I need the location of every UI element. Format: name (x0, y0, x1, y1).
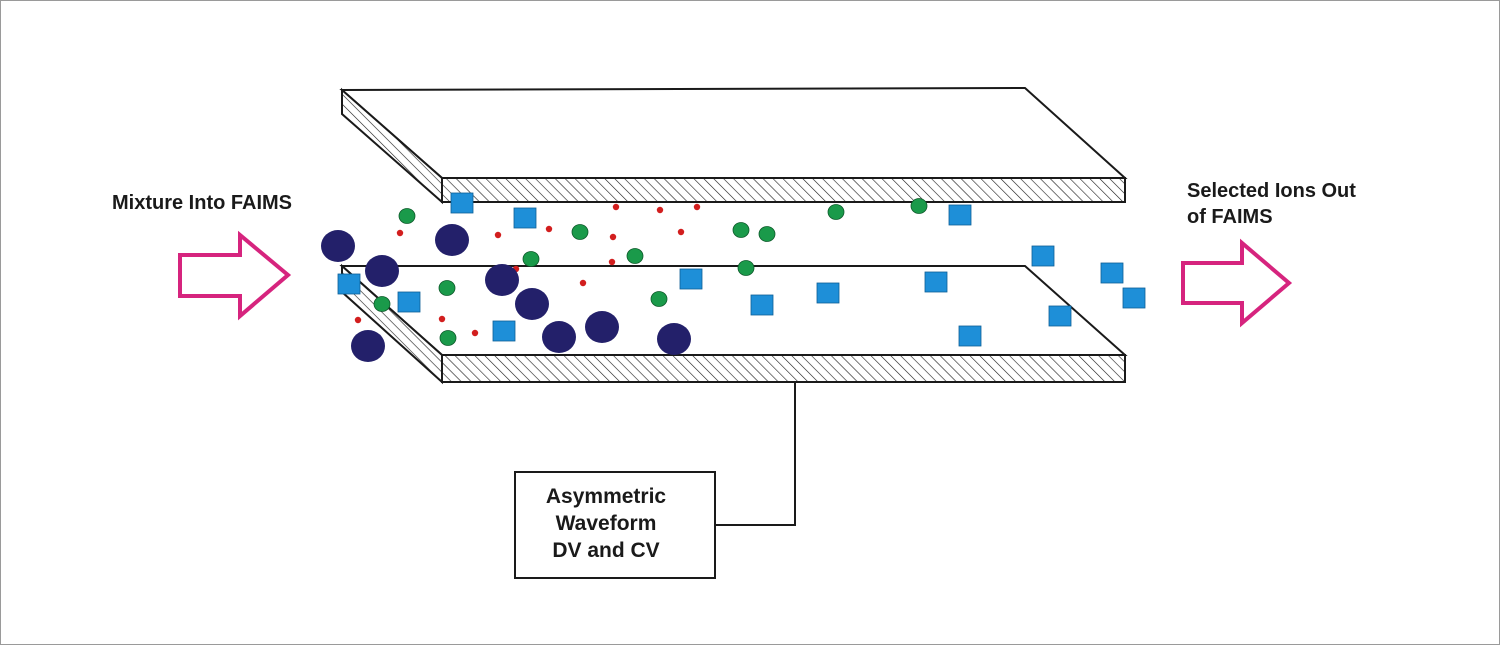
waveform-connector-wire (715, 382, 796, 526)
selected-ion (492, 320, 516, 342)
ion-particles (321, 192, 1146, 362)
small-ion (609, 233, 617, 241)
large-ion (542, 321, 576, 353)
medium-ion (626, 248, 644, 264)
small-ion (656, 206, 664, 214)
large-ion (657, 323, 691, 355)
medium-ion (398, 208, 416, 224)
waveform-label-line3: DV and CV (552, 539, 659, 562)
small-ion (494, 231, 502, 239)
selected-ion (1122, 287, 1146, 309)
small-ion (579, 279, 587, 287)
top-plate-face (339, 86, 1128, 179)
input-label: Mixture Into FAIMS (112, 192, 292, 214)
waveform-label-line2: Waveform (556, 512, 657, 535)
bottom-plate-face (339, 265, 1128, 356)
medium-ion (571, 224, 589, 240)
medium-ion (522, 251, 540, 267)
output-arrow-icon (1181, 238, 1293, 328)
large-ion (515, 288, 549, 320)
small-ion (545, 225, 553, 233)
medium-ion (373, 296, 391, 312)
small-ion (608, 258, 616, 266)
selected-ion (1031, 245, 1055, 267)
small-ion (396, 229, 404, 237)
large-ion (365, 255, 399, 287)
output-label-line2: of FAIMS (1187, 206, 1273, 228)
selected-ion (1048, 305, 1072, 327)
selected-ion (750, 294, 774, 316)
small-ion (438, 315, 446, 323)
large-ion (485, 264, 519, 296)
small-ion (612, 203, 620, 211)
medium-ion (439, 330, 457, 346)
waveform-label-line1: Asymmetric (546, 485, 667, 508)
large-ion (435, 224, 469, 256)
medium-ion (758, 226, 776, 242)
large-ion (351, 330, 385, 362)
small-ion (471, 329, 479, 337)
output-label-line1: Selected Ions Out (1187, 180, 1356, 202)
selected-ion (679, 268, 703, 290)
medium-ion (438, 280, 456, 296)
selected-ion (948, 204, 972, 226)
medium-ion (827, 204, 845, 220)
selected-ion (513, 207, 537, 229)
top-electrode-plate (339, 86, 1128, 205)
medium-ion (650, 291, 668, 307)
large-ion (585, 311, 619, 343)
medium-ion (910, 198, 928, 214)
selected-ion (397, 291, 421, 313)
selected-ion (958, 325, 982, 347)
large-ion (321, 230, 355, 262)
selected-ion (450, 192, 474, 214)
bottom-electrode-plate (339, 263, 1128, 385)
medium-ion (732, 222, 750, 238)
selected-ion (924, 271, 948, 293)
selected-ion (816, 282, 840, 304)
input-arrow-icon (178, 230, 292, 321)
selected-ion (337, 273, 361, 295)
bottom-plate-front-edge (441, 354, 1126, 383)
small-ion (677, 228, 685, 236)
waveform-box: Asymmetric Waveform DV and CV (514, 471, 716, 579)
medium-ion (737, 260, 755, 276)
small-ion (354, 316, 362, 324)
top-plate-front-edge (441, 177, 1126, 203)
small-ion (693, 203, 701, 211)
waveform-box-frame (514, 471, 716, 579)
selected-ion (1100, 262, 1124, 284)
